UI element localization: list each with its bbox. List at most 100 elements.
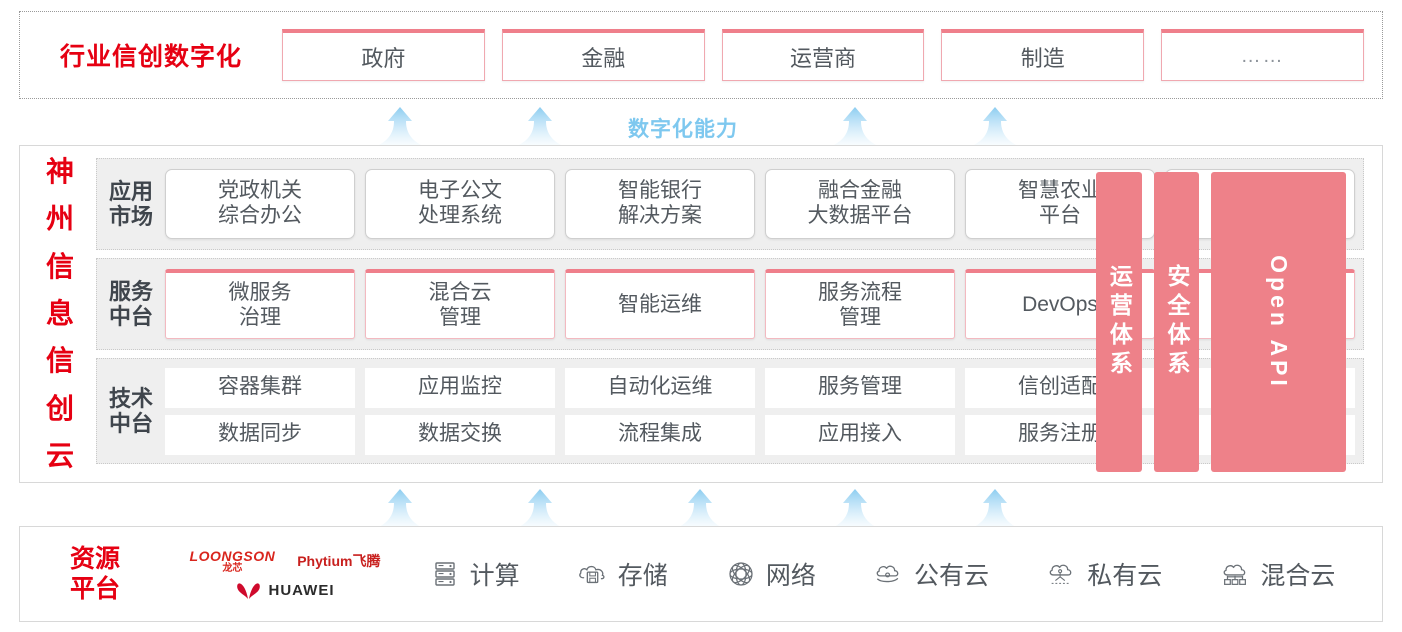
industry-band: 行业信创数字化 政府 金融 运营商 制造 …… bbox=[19, 11, 1383, 99]
layer-label-line1: 服务 bbox=[108, 278, 153, 304]
huawei-logo-text: HUAWEI bbox=[268, 582, 335, 599]
card-line2: 处理系统 bbox=[418, 204, 502, 227]
huawei-flower-icon bbox=[236, 582, 260, 599]
industry-card-manufacturing[interactable]: 制造 bbox=[941, 29, 1145, 81]
card-line1: 智能运维 bbox=[618, 293, 702, 317]
resource-item-compute[interactable]: 计算 bbox=[429, 556, 520, 592]
card-line1: 智能银行 bbox=[618, 179, 702, 203]
card-line2: 治理 bbox=[239, 305, 281, 329]
brand-char-6: 云 bbox=[45, 439, 74, 471]
card-line1: 智慧农业 bbox=[1018, 179, 1102, 203]
card-line1: 混合云 bbox=[428, 280, 492, 304]
up-arrow-icon bbox=[379, 107, 421, 145]
up-arrow-bot-1 bbox=[519, 489, 561, 527]
card-line2: 平台 bbox=[1039, 204, 1081, 227]
tech-card-automated-ops[interactable]: 自动化运维 bbox=[565, 367, 755, 408]
layer-label-line2: 市场 bbox=[108, 204, 153, 229]
layer-application-market: 应用 市场 党政机关 综合办公 电子公文 处理系统 bbox=[96, 158, 1364, 250]
resource-title-line1: 资源 bbox=[69, 545, 120, 573]
layer-label-line1: 技术 bbox=[108, 385, 153, 411]
cloud-brand-vertical-title: 神 州 信 息 信 创 云 bbox=[34, 158, 86, 470]
svc-card-service-process-management[interactable]: 服务流程 管理 bbox=[765, 269, 955, 339]
resource-item-label: 混合云 bbox=[1260, 562, 1336, 590]
loongson-logo: LOONGSON 龙芯 bbox=[190, 549, 276, 574]
up-arrow-bot-3 bbox=[834, 489, 876, 527]
cloud-layer-stack: 应用 市场 党政机关 综合办公 电子公文 处理系统 bbox=[96, 158, 1364, 472]
tech-card-service-management[interactable]: 服务管理 bbox=[765, 367, 955, 408]
pillar-label: Open API bbox=[1266, 254, 1293, 390]
card-line1: 党政机关 bbox=[218, 179, 302, 203]
huawei-logo: HUAWEI bbox=[236, 582, 335, 600]
loongson-logo-text-cn: 龙芯 bbox=[222, 562, 243, 574]
hybrid-cloud-icon bbox=[1223, 564, 1247, 585]
resource-platform-title: 资源 平台 bbox=[20, 544, 170, 604]
brand-char-0: 神 bbox=[45, 156, 74, 187]
up-arrow-icon bbox=[519, 489, 561, 527]
tech-card-data-sync[interactable]: 数据同步 bbox=[165, 414, 355, 455]
up-arrow-top-2 bbox=[834, 107, 876, 145]
app-card-smart-bank[interactable]: 智能银行 解决方案 bbox=[565, 169, 755, 239]
up-arrow-bot-4 bbox=[974, 489, 1016, 527]
industry-card-finance[interactable]: 金融 bbox=[501, 29, 705, 81]
layer-label-line1: 应用 bbox=[108, 178, 153, 204]
resource-item-label: 计算 bbox=[469, 562, 520, 590]
tech-card-app-access[interactable]: 应用接入 bbox=[765, 414, 955, 455]
card-line1: 融合金融 bbox=[818, 179, 902, 203]
resource-item-list: 计算 存储 bbox=[400, 556, 1382, 592]
tech-card-data-exchange[interactable]: 数据交换 bbox=[365, 414, 555, 455]
up-arrow-icon bbox=[679, 489, 721, 527]
up-arrow-icon bbox=[974, 107, 1016, 145]
tech-card-process-integration[interactable]: 流程集成 bbox=[565, 414, 755, 455]
app-card-edoc-system[interactable]: 电子公文 处理系统 bbox=[365, 169, 555, 239]
upward-arrows-top bbox=[0, 105, 1402, 145]
tech-card-app-monitoring[interactable]: 应用监控 bbox=[365, 367, 555, 408]
up-arrow-icon bbox=[974, 489, 1016, 527]
resource-item-label: 存储 bbox=[617, 562, 668, 590]
resource-item-hybrid-cloud[interactable]: 混合云 bbox=[1219, 556, 1335, 592]
layer-label-line2: 中台 bbox=[108, 411, 153, 436]
industry-card-more[interactable]: …… bbox=[1161, 29, 1364, 81]
pillar-security-system[interactable]: 安全体系 bbox=[1153, 172, 1200, 472]
up-arrow-icon bbox=[379, 489, 421, 527]
brand-char-2: 信 bbox=[45, 250, 74, 282]
resource-platform-box: 资源 平台 LOONGSON 龙芯 Phytium飞腾 HUAWEI bbox=[19, 526, 1383, 622]
brand-char-4: 信 bbox=[45, 345, 74, 377]
pillar-label: 安全体系 bbox=[1164, 264, 1190, 380]
card-line1: 服务流程 bbox=[818, 280, 902, 304]
card-line2: 解决方案 bbox=[618, 204, 702, 227]
svc-card-hybrid-cloud-management[interactable]: 混合云 管理 bbox=[365, 269, 555, 339]
card-line1: DevOps bbox=[1022, 293, 1098, 317]
resource-item-storage[interactable]: 存储 bbox=[577, 556, 668, 592]
svc-card-microservice-governance[interactable]: 微服务 治理 bbox=[165, 269, 355, 339]
industry-card-operator[interactable]: 运营商 bbox=[721, 29, 925, 81]
layer-service-platform: 服务 中台 微服务 治理 混合云 管理 bbox=[96, 258, 1364, 350]
private-cloud-icon bbox=[1049, 564, 1072, 584]
vendor-logo-row-1: LOONGSON 龙芯 Phytium飞腾 bbox=[190, 549, 381, 574]
pillar-open-api[interactable]: Open API bbox=[1211, 172, 1347, 472]
app-card-government-office[interactable]: 党政机关 综合办公 bbox=[165, 169, 355, 239]
up-arrow-icon bbox=[834, 489, 876, 527]
layer-label-technical-platform: 技术 中台 bbox=[103, 386, 159, 437]
app-card-finance-bigdata[interactable]: 融合金融 大数据平台 bbox=[765, 169, 955, 239]
layer-label-service-platform: 服务 中台 bbox=[103, 279, 159, 330]
card-line2: 管理 bbox=[839, 305, 881, 329]
phytium-logo: Phytium飞腾 bbox=[297, 553, 381, 569]
industry-band-title: 行业信创数字化 bbox=[59, 43, 242, 71]
layer-label-application-market: 应用 市场 bbox=[103, 179, 159, 230]
resource-item-network[interactable]: 网络 bbox=[725, 556, 816, 592]
resource-item-private-cloud[interactable]: 私有云 bbox=[1046, 556, 1162, 592]
brand-char-1: 州 bbox=[45, 203, 74, 235]
industry-card-government[interactable]: 政府 bbox=[282, 29, 485, 81]
up-arrow-icon bbox=[834, 107, 876, 145]
vendor-logo-row-2: HUAWEI bbox=[236, 582, 335, 600]
up-arrow-bot-0 bbox=[379, 489, 421, 527]
capability-label: 数字化能力 bbox=[628, 118, 738, 141]
vendor-logo-group: LOONGSON 龙芯 Phytium飞腾 HUAWEI bbox=[170, 549, 400, 600]
svc-card-intelligent-ops[interactable]: 智能运维 bbox=[565, 269, 755, 339]
tech-card-container-cluster[interactable]: 容器集群 bbox=[165, 367, 355, 408]
resource-item-public-cloud[interactable]: 公有云 bbox=[873, 556, 989, 592]
pillar-operations-system[interactable]: 运营体系 bbox=[1096, 172, 1142, 472]
card-line2: 综合办公 bbox=[218, 204, 302, 227]
public-cloud-icon bbox=[876, 565, 899, 583]
